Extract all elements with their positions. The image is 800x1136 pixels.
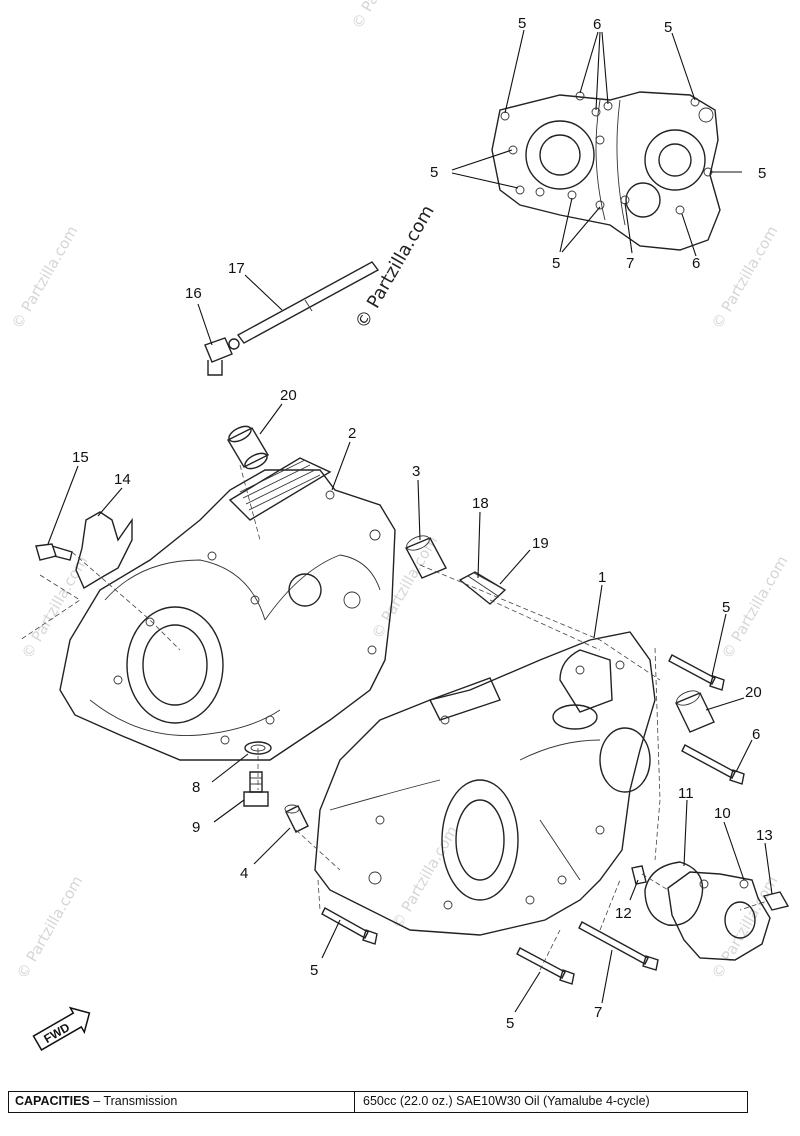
callout-5-left: 5	[430, 164, 438, 181]
capacities-item: Transmission	[103, 1094, 178, 1108]
breather-hose-assembly	[204, 261, 380, 376]
part-12-pin	[631, 865, 647, 885]
part-20-damper-right	[675, 690, 715, 733]
part-15-bolt	[35, 543, 73, 561]
watermark-6: © Partzilla.com	[708, 873, 781, 982]
callout-2: 2	[348, 425, 356, 442]
callout-14: 14	[114, 471, 131, 488]
callout-20-right: 20	[745, 684, 762, 701]
watermark-9: © Partzilla.com	[348, 0, 421, 32]
callout-16: 16	[185, 285, 202, 302]
part-5-bolt-upper-right	[668, 654, 725, 691]
callout-19: 19	[532, 535, 549, 552]
watermark-4: © Partzilla.com	[708, 223, 781, 332]
part-9-drain-plug	[243, 771, 269, 807]
part-2-crankcase-left	[59, 457, 396, 761]
callout-5-top-left: 5	[518, 15, 526, 32]
callout-5-lower-left: 5	[310, 962, 318, 979]
part-13-bolt	[762, 891, 790, 911]
leader-lines	[47, 29, 773, 1013]
callout-13: 13	[756, 827, 773, 844]
capacities-table: CAPACITIES – Transmission 650cc (22.0 oz…	[8, 1091, 748, 1113]
callout-5-mid-right: 5	[722, 599, 730, 616]
watermark-1: © Partzilla.com	[8, 223, 81, 332]
callout-7-top: 7	[626, 255, 634, 272]
callout-4: 4	[240, 865, 248, 882]
watermark-main: © Partzilla.com	[351, 202, 439, 333]
callout-6-top: 6	[593, 16, 601, 33]
fwd-arrow-icon: FWD	[32, 1006, 91, 1051]
callout-18: 18	[472, 495, 489, 512]
callout-6-right: 6	[692, 255, 700, 272]
part-5-bolt-lower-middle	[516, 947, 575, 985]
callout-10: 10	[714, 805, 731, 822]
capacities-heading: CAPACITIES	[15, 1094, 90, 1108]
callout-6-mid-right: 6	[752, 726, 760, 743]
part-6-bolt-right	[681, 744, 745, 785]
assembled-crankcase-view	[491, 91, 721, 251]
callout-3: 3	[412, 463, 420, 480]
callout-15: 15	[72, 449, 89, 466]
assembly-lines	[19, 464, 765, 971]
right-case-bolt-holes	[368, 660, 625, 910]
assembled-bolt-holes	[500, 91, 714, 215]
capacities-label-cell: CAPACITIES – Transmission	[9, 1092, 355, 1112]
left-case-bolt-holes	[113, 490, 381, 745]
part-20-damper-upper	[227, 425, 269, 470]
watermark-2: © Partzilla.com	[18, 553, 91, 662]
callout-12: 12	[615, 905, 632, 922]
watermark-3: © Partzilla.com	[13, 873, 86, 982]
part-3-bush	[405, 535, 447, 579]
part-18-19-collar	[458, 571, 507, 605]
capacities-value-cell: 650cc (22.0 oz.) SAE10W30 Oil (Yamalube …	[363, 1094, 650, 1108]
watermarks: © Partzilla.com © Partzilla.com © Partzi…	[8, 0, 791, 982]
part-11-gasket	[644, 861, 704, 926]
callout-5-bottom: 5	[552, 255, 560, 272]
part-7-bolt-lower-right	[578, 921, 659, 971]
part-4-dowel	[284, 804, 309, 833]
callout-11: 11	[678, 785, 694, 802]
callout-5-right: 5	[758, 165, 766, 182]
callout-9: 9	[192, 819, 200, 836]
part-14-plate	[75, 511, 133, 590]
callout-5-top-right: 5	[664, 19, 672, 36]
callout-7-lower: 7	[594, 1004, 602, 1021]
part-10-cover	[667, 871, 771, 961]
callout-1: 1	[598, 569, 606, 586]
capacities-separator: –	[89, 1094, 104, 1108]
part-1-crankcase-right	[314, 631, 656, 936]
callout-20-upper: 20	[280, 387, 297, 404]
callout-5-lower-middle: 5	[506, 1015, 514, 1032]
part-5-bolt-lower-left	[321, 907, 378, 945]
callout-17: 17	[228, 260, 245, 277]
callout-8: 8	[192, 779, 200, 796]
callout-numbers: 5 6 5 5 5 5 7 6 17 16 20 2 15 14 3 18 19…	[72, 15, 773, 1032]
